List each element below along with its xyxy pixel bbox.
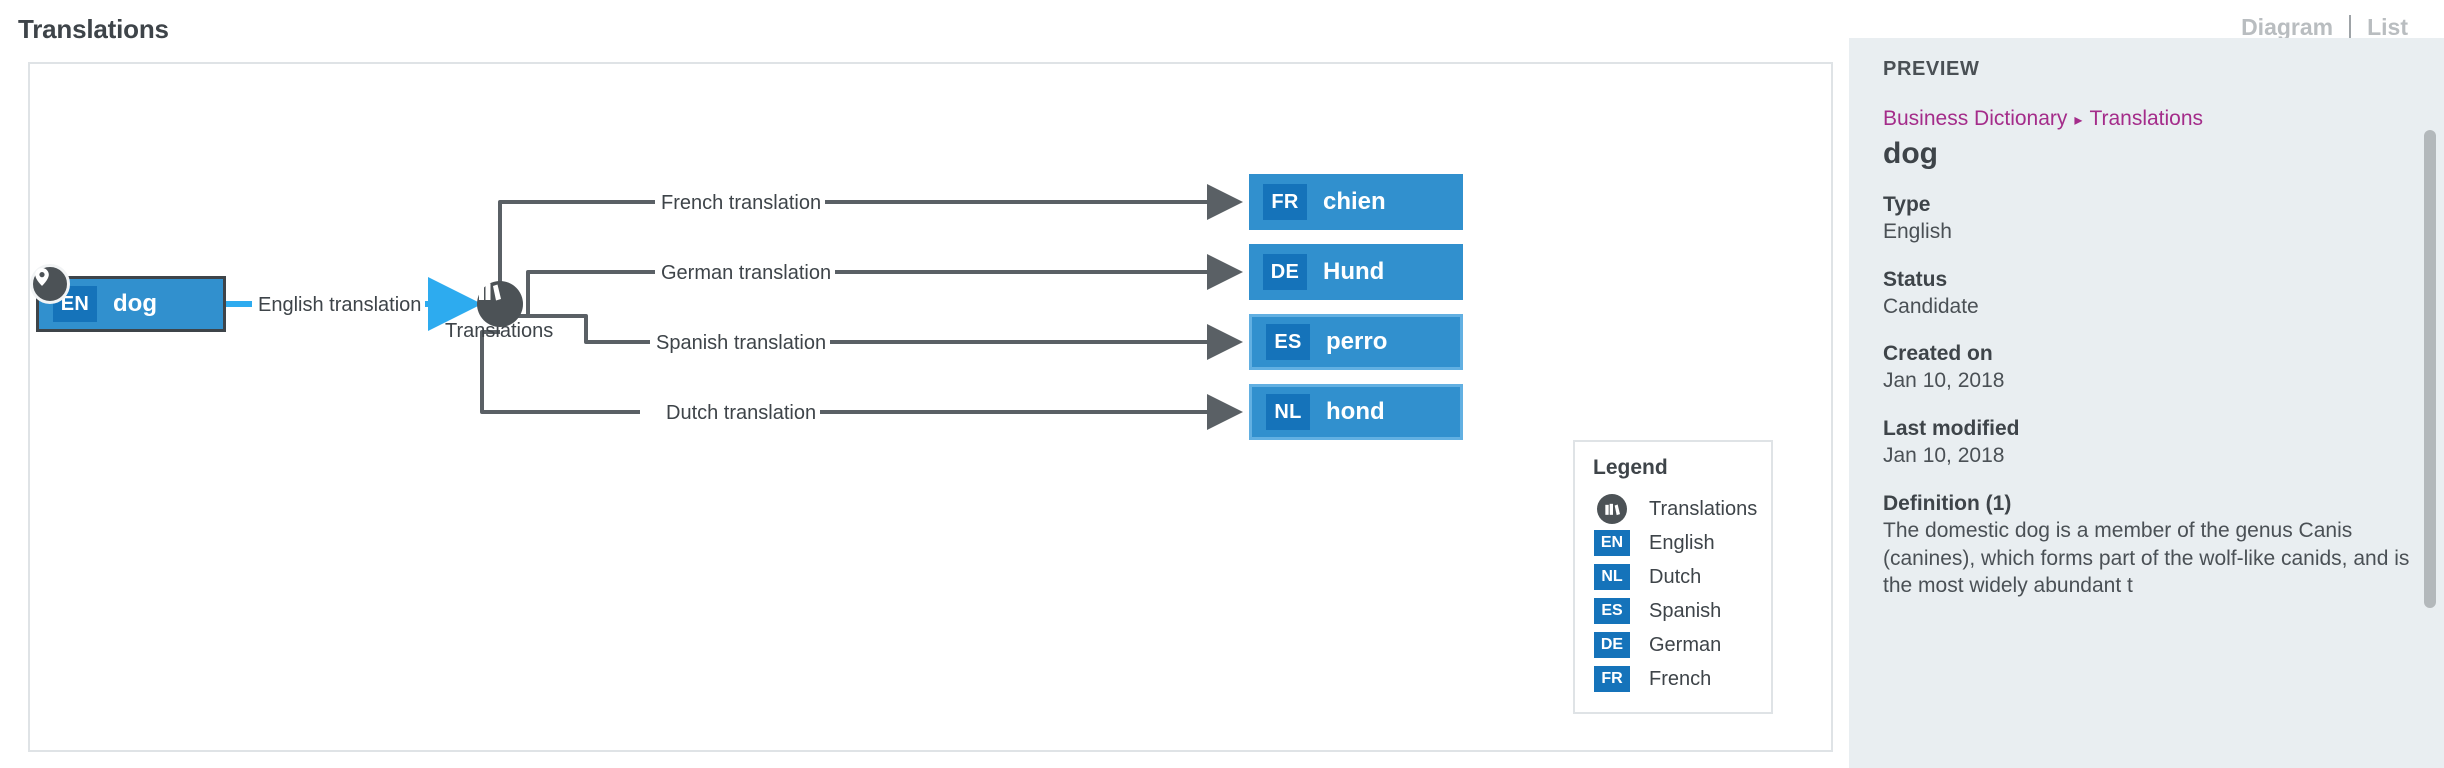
edge-spanish-translation — [500, 314, 1243, 360]
map-pin-glyph — [35, 268, 49, 286]
view-switch-separator — [2349, 14, 2352, 41]
edge-french-translation — [498, 184, 1243, 292]
field-label-type: Type — [1883, 193, 1931, 216]
edge-german-translation — [526, 254, 1243, 314]
diagram-canvas[interactable]: EN dog Translations English translation … — [28, 62, 1833, 752]
lang-tag-fr: FR — [1263, 184, 1307, 220]
field-label-last-modified: Last modified — [1883, 417, 2020, 441]
lang-tag-de: DE — [1263, 254, 1307, 290]
tab-diagram[interactable]: Diagram — [2241, 14, 2334, 40]
lang-tag-es: ES — [1266, 324, 1310, 360]
node-term-hond: hond — [1326, 398, 1385, 425]
legend-label-spanish: Spanish — [1649, 599, 1722, 622]
node-french-chien[interactable]: FR chien — [1249, 174, 1463, 230]
edge-label-english-translation: English translation — [254, 294, 426, 317]
field-label-status: Status — [1883, 267, 1948, 291]
field-definition: Definition (1) The domestic dog is a mem… — [1883, 492, 2410, 600]
legend-swatch-german: DE — [1593, 632, 1631, 658]
lang-tag-fr: FR — [1594, 666, 1630, 692]
lang-tag-de: DE — [1594, 632, 1630, 658]
field-type: Type English — [1883, 193, 2410, 246]
legend-title: Legend — [1593, 456, 1668, 479]
preview-panel: PREVIEW Business Dictionary ▸ Translations… — [1849, 38, 2444, 768]
legend-item-translations[interactable]: Translations — [1593, 492, 1757, 526]
node-term-hund: Hund — [1323, 258, 1385, 285]
legend-swatch-dutch: NL — [1593, 564, 1631, 590]
map-pin-icon[interactable] — [30, 264, 70, 304]
breadcrumb: Business Dictionary ▸ Translations — [1883, 107, 2410, 131]
legend-swatch-spanish: ES — [1593, 598, 1631, 624]
lang-tag-nl: NL — [1266, 394, 1310, 430]
legend-item-german[interactable]: DE German — [1593, 628, 1753, 662]
legend-item-french[interactable]: FR French — [1593, 662, 1753, 696]
preview-scrollbar-thumb[interactable] — [2424, 130, 2436, 608]
field-label-definition: Definition (1) — [1883, 491, 2012, 515]
legend-label-english: English — [1649, 531, 1715, 554]
node-german-hund[interactable]: DE Hund — [1249, 244, 1463, 300]
tab-list[interactable]: List — [2367, 14, 2408, 40]
field-value-last-modified: Jan 10, 2018 — [1883, 444, 2005, 468]
books-glyph — [1605, 503, 1620, 515]
legend-label-translations: Translations — [1649, 497, 1758, 520]
books-icon — [1597, 494, 1627, 524]
books-icon — [479, 283, 501, 301]
legend-label-dutch: Dutch — [1649, 565, 1702, 588]
node-term-perro: perro — [1326, 328, 1388, 355]
legend-swatch-english: EN — [1593, 530, 1631, 556]
legend-item-spanish[interactable]: ES Spanish — [1593, 594, 1753, 628]
node-translations-hub[interactable] — [477, 281, 523, 327]
legend-label-french: French — [1649, 667, 1712, 690]
field-label-created-on: Created on — [1883, 342, 1993, 366]
page-title: Translations — [18, 14, 169, 44]
field-value-type: English — [1883, 220, 1952, 243]
edge-label-spanish-translation: Spanish translation — [652, 332, 831, 355]
edge-label-french-translation: French translation — [657, 192, 826, 215]
edge-dutch-translation — [480, 330, 1243, 430]
legend-swatch-translations — [1593, 494, 1631, 524]
legend-panel: Legend Translations EN English — [1573, 440, 1773, 714]
legend-item-english[interactable]: EN English — [1593, 526, 1753, 560]
breadcrumb-current[interactable]: Translations — [2089, 107, 2204, 130]
field-created-on: Created on Jan 10, 2018 — [1883, 342, 2410, 395]
preview-heading: PREVIEW — [1883, 58, 1980, 80]
legend-item-dutch[interactable]: NL Dutch — [1593, 560, 1753, 594]
breadcrumb-parent[interactable]: Business Dictionary — [1883, 107, 2068, 130]
diagram-connectors — [220, 184, 1243, 430]
preview-term: dog — [1883, 137, 1938, 170]
node-term-dog: dog — [113, 290, 157, 317]
field-value-created-on: Jan 10, 2018 — [1883, 369, 2005, 393]
edge-label-dutch-translation: Dutch translation — [662, 402, 821, 425]
lang-tag-es: ES — [1594, 598, 1630, 624]
edge-label-german-translation: German translation — [657, 262, 836, 285]
field-last-modified: Last modified Jan 10, 2018 — [1883, 417, 2410, 470]
node-dutch-hond[interactable]: NL hond — [1249, 384, 1463, 440]
view-switcher: Diagram List — [2225, 14, 2424, 41]
field-value-status: Candidate — [1883, 294, 1979, 318]
chevron-right-icon: ▸ — [2074, 112, 2083, 129]
field-status: Status Candidate — [1883, 268, 2410, 321]
lang-tag-en: EN — [1594, 530, 1630, 556]
node-term-chien: chien — [1323, 188, 1386, 215]
field-value-definition: The domestic dog is a member of the genu… — [1883, 518, 2410, 598]
legend-swatch-french: FR — [1593, 666, 1631, 692]
node-translations-hub-label: Translations — [445, 320, 554, 342]
node-spanish-perro[interactable]: ES perro — [1249, 314, 1463, 370]
legend-label-german: German — [1649, 633, 1722, 656]
lang-tag-nl: NL — [1594, 564, 1630, 590]
